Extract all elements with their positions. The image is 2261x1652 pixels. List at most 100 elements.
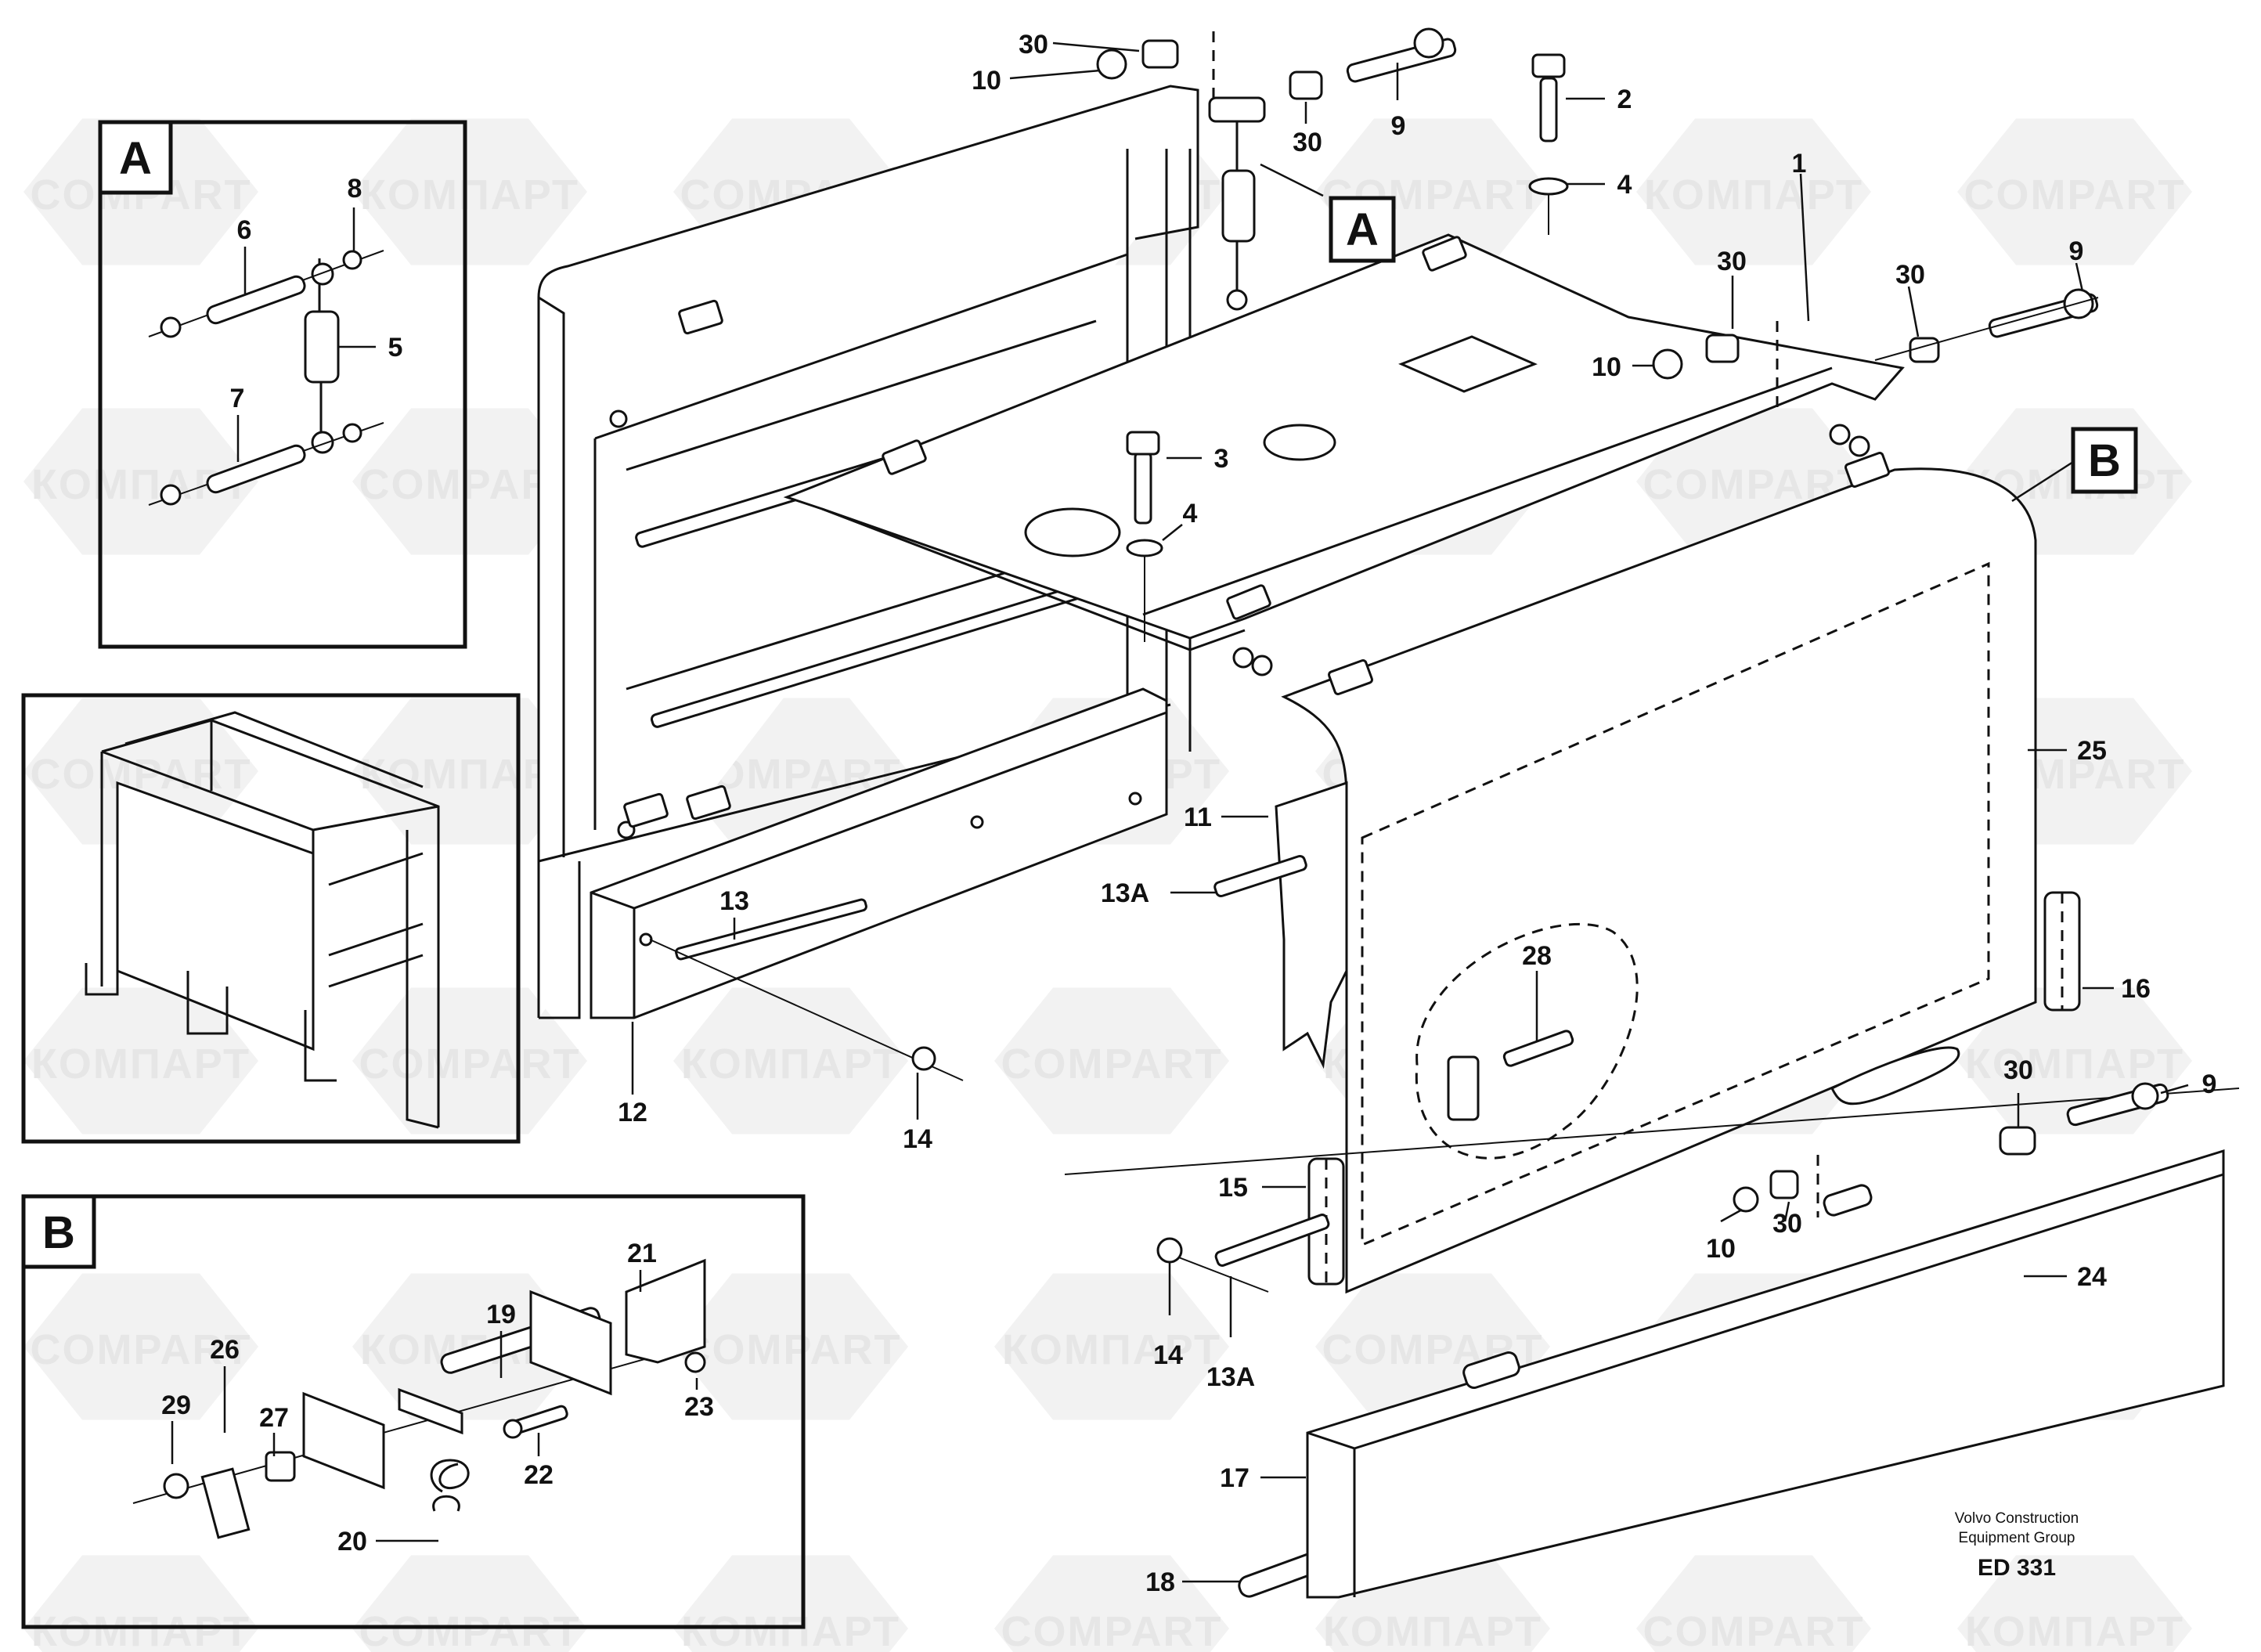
part-30-lower2: 30 bbox=[1772, 1209, 1802, 1239]
part-9-top: 9 bbox=[1391, 111, 1406, 141]
watermark-text: КОМПАРТ bbox=[360, 171, 579, 218]
top-plate-1 bbox=[783, 233, 1905, 676]
watermark-text: КОМПАРТ bbox=[1965, 1608, 2184, 1652]
watermark-text: COMPART bbox=[1001, 1608, 1223, 1652]
diagram-code: ED 331 bbox=[1978, 1555, 2056, 1581]
watermark-text: COMPART bbox=[680, 1326, 902, 1373]
watermark-hexagon bbox=[1957, 118, 2192, 265]
watermark-hexagon bbox=[23, 698, 258, 845]
maker-line-2: Equipment Group bbox=[1959, 1530, 2075, 1546]
part-25: 25 bbox=[2077, 736, 2107, 766]
part-21: 21 bbox=[627, 1239, 657, 1268]
watermark-hexagon bbox=[352, 698, 587, 845]
detail-box-b: B 26 29 27 19 20 21 22 bbox=[21, 1194, 806, 1629]
part-30-top: 30 bbox=[1019, 30, 1048, 60]
overview-box bbox=[21, 693, 521, 1144]
part-30-right1: 30 bbox=[1717, 247, 1747, 276]
watermark-text: КОМПАРТ bbox=[681, 1041, 900, 1088]
part-26: 26 bbox=[210, 1335, 240, 1365]
watermark-hexagon bbox=[1957, 1555, 2192, 1652]
part-27: 27 bbox=[259, 1403, 289, 1433]
watermark-hexagon bbox=[1636, 1555, 1871, 1652]
watermark-text: COMPART bbox=[359, 1041, 581, 1088]
detail-a-label: A bbox=[119, 133, 152, 184]
watermark-text: COMPART bbox=[359, 1608, 581, 1652]
watermark-text: COMPART bbox=[31, 1326, 252, 1373]
detail-box-a: A 6 7 8 5 bbox=[98, 120, 467, 649]
part-5: 5 bbox=[388, 333, 403, 363]
pin-lower bbox=[148, 422, 384, 506]
part-3: 3 bbox=[1214, 444, 1229, 474]
part-18: 18 bbox=[1145, 1567, 1175, 1597]
part-10-lower: 10 bbox=[1706, 1234, 1736, 1264]
gas-strut-main bbox=[1208, 31, 1324, 311]
maker-line-1: Volvo Construction bbox=[1955, 1510, 2079, 1527]
callout-a-box: A bbox=[1329, 196, 1396, 263]
part-1: 1 bbox=[1792, 149, 1807, 179]
watermark-hexagon bbox=[673, 1273, 908, 1420]
part-9-lower: 9 bbox=[2202, 1069, 2217, 1099]
callout-b-label: B bbox=[2088, 435, 2121, 486]
watermark-text: КОМПАРТ bbox=[31, 1608, 251, 1652]
watermark-hexagon bbox=[352, 408, 587, 555]
frame-illustration bbox=[85, 711, 440, 1129]
part-6: 6 bbox=[237, 215, 252, 245]
detail-b-label: B bbox=[42, 1207, 75, 1258]
watermark-hexagon bbox=[994, 1555, 1229, 1652]
part-20: 20 bbox=[337, 1527, 367, 1556]
watermark-text: КОМПАРТ bbox=[1002, 1326, 1221, 1373]
part-2: 2 bbox=[1617, 85, 1632, 114]
part-30-topmid: 30 bbox=[1293, 128, 1322, 157]
watermark-hexagon bbox=[352, 118, 587, 265]
part-28: 28 bbox=[1522, 941, 1552, 971]
watermark-hexagon bbox=[1636, 118, 1871, 265]
watermark-hexagon bbox=[23, 987, 258, 1134]
watermark-text: КОМПАРТ bbox=[681, 1608, 900, 1652]
watermark-text: КОМПАРТ bbox=[1965, 1041, 2184, 1088]
part-12: 12 bbox=[618, 1098, 647, 1127]
part-13: 13 bbox=[719, 886, 749, 916]
part-22: 22 bbox=[524, 1460, 554, 1490]
watermark-hexagon bbox=[23, 1273, 258, 1420]
lower-fasteners bbox=[1064, 1082, 2240, 1293]
part-23: 23 bbox=[684, 1392, 714, 1422]
part-17: 17 bbox=[1220, 1463, 1250, 1493]
watermark-text: COMPART bbox=[1964, 171, 2186, 218]
footer: Volvo Construction Equipment Group ED 33… bbox=[1955, 1510, 2079, 1581]
part-4-top: 4 bbox=[1617, 170, 1632, 200]
watermark-hexagon bbox=[352, 987, 587, 1134]
part-10-right: 10 bbox=[1592, 352, 1621, 382]
watermark-text: COMPART bbox=[1001, 1041, 1223, 1088]
part-13a-upper: 13A bbox=[1101, 878, 1149, 908]
latch-assembly bbox=[132, 1258, 706, 1539]
main-callouts: 30 10 30 9 2 4 1 30 10 30 9 3 4 25 11 13… bbox=[618, 30, 2216, 1597]
part-16: 16 bbox=[2121, 974, 2151, 1004]
side-cover-25 bbox=[1213, 451, 2037, 1294]
part-19: 19 bbox=[486, 1300, 516, 1329]
watermark-hexagon bbox=[23, 408, 258, 555]
part-14-mid: 14 bbox=[903, 1124, 932, 1154]
part-7: 7 bbox=[230, 384, 245, 413]
watermark-hexagon bbox=[673, 987, 908, 1134]
part-13a-lower: 13A bbox=[1206, 1362, 1255, 1392]
top-fasteners bbox=[1096, 27, 2099, 642]
callout-b-box: B bbox=[2011, 427, 2138, 503]
part-30-lower1: 30 bbox=[2003, 1055, 2033, 1085]
watermark-text: COMPART bbox=[1643, 1608, 1865, 1652]
step-box-24 bbox=[1306, 1149, 2225, 1599]
part-30-right2: 30 bbox=[1895, 260, 1925, 290]
part-24: 24 bbox=[2077, 1262, 2107, 1292]
part-15: 15 bbox=[1218, 1173, 1248, 1203]
part-11: 11 bbox=[1184, 803, 1212, 832]
part-10-top: 10 bbox=[972, 66, 1001, 96]
watermark-text: КОМПАРТ bbox=[1323, 1608, 1542, 1652]
watermark-text: КОМПАРТ bbox=[1644, 171, 1863, 218]
part-14-lower: 14 bbox=[1153, 1340, 1183, 1370]
watermark-text: КОМПАРТ bbox=[31, 1041, 251, 1088]
watermark-layer: COMPART КОМПАРТ COMPART КОМПАРТ COMPART КОМПА… bbox=[23, 118, 2192, 1652]
gas-strut-detail bbox=[304, 258, 340, 454]
part-8: 8 bbox=[348, 174, 362, 204]
callout-a-label: A bbox=[1346, 204, 1379, 255]
watermark-hexagon bbox=[994, 987, 1229, 1134]
